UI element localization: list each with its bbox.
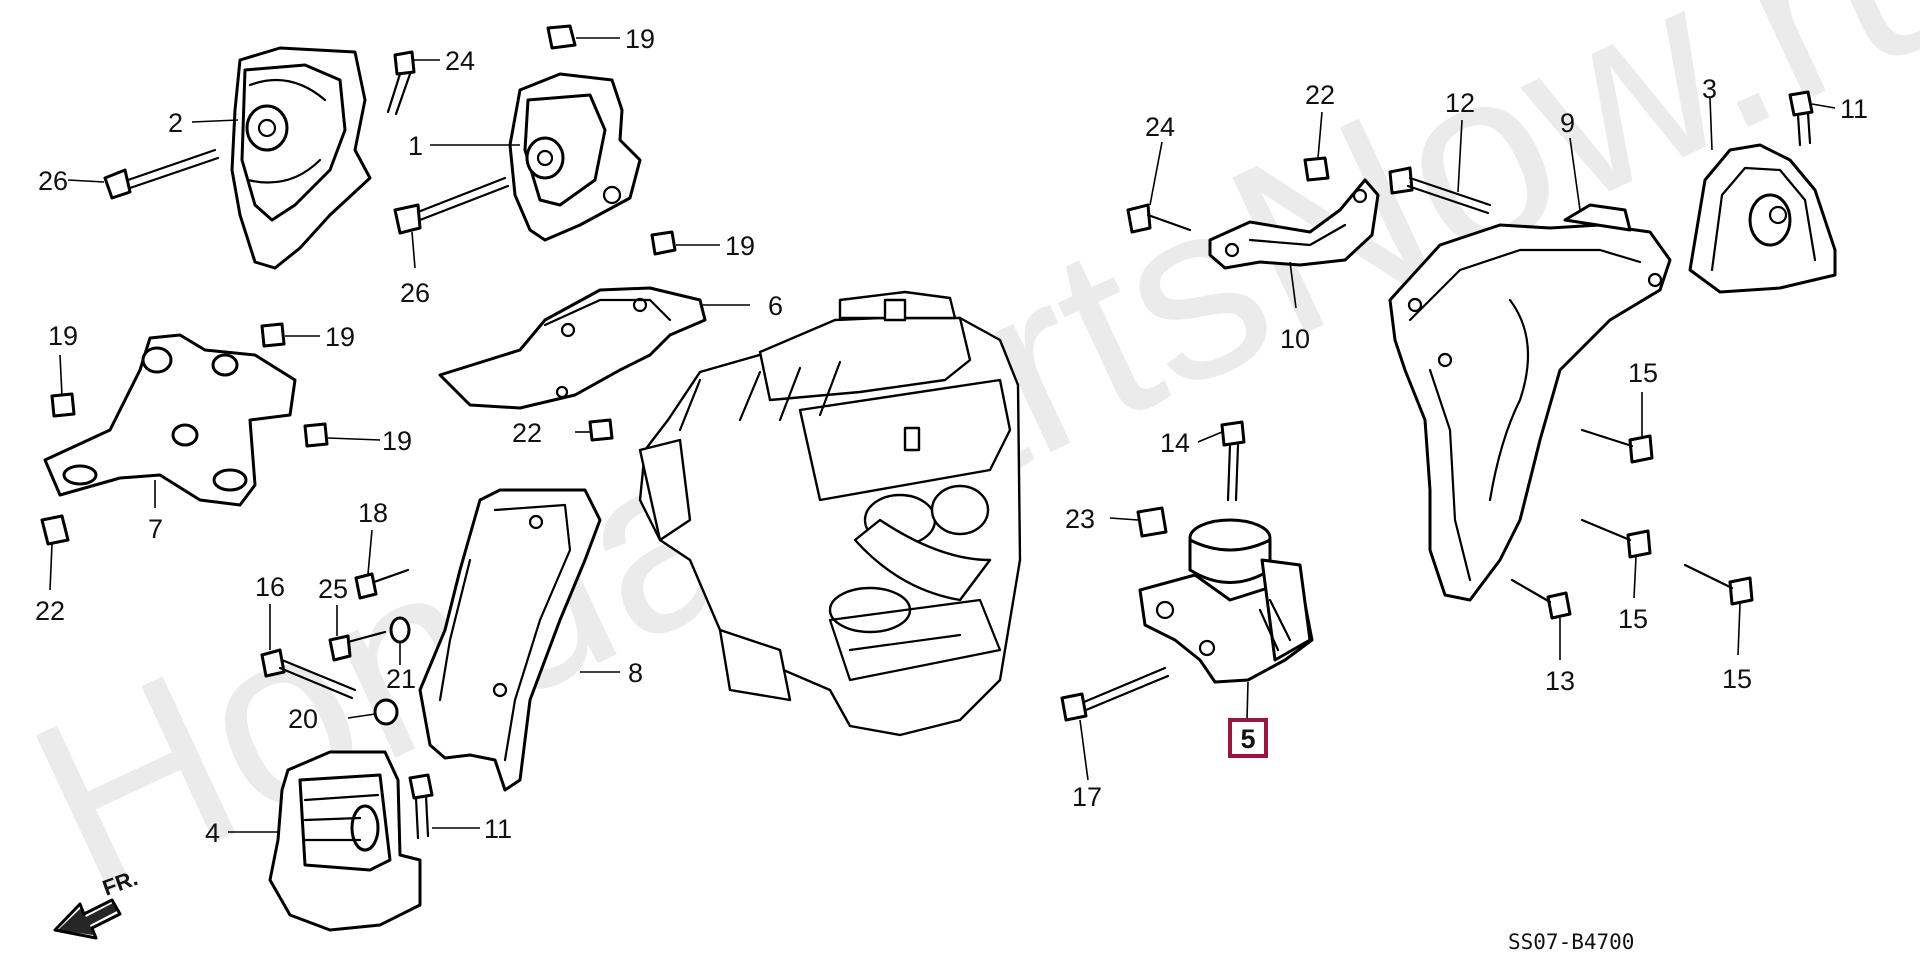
bracket-part-9 (1388, 203, 1672, 602)
callout-20: 20 (288, 704, 318, 734)
callout-19: 19 (625, 24, 655, 54)
mount-part-3 (1688, 143, 1837, 294)
leader-lines (49, 37, 1836, 833)
callout-15: 15 (1722, 664, 1752, 694)
callout-22: 22 (512, 418, 542, 448)
callout-9: 9 (1560, 108, 1575, 138)
engine-block (638, 290, 1022, 737)
callout-4: 4 (205, 818, 220, 848)
callout-14: 14 (1160, 428, 1190, 458)
callout-13: 13 (1545, 666, 1575, 696)
callout-22: 22 (35, 596, 65, 626)
callout-16: 16 (255, 572, 285, 602)
mount-part-4 (268, 750, 422, 932)
highlighted-callout-5[interactable]: 5 (1228, 718, 1268, 758)
callout-15: 15 (1628, 358, 1658, 388)
callout-15: 15 (1618, 604, 1648, 634)
callout-8: 8 (628, 658, 643, 688)
callout-3: 3 (1702, 74, 1717, 104)
callout-12: 12 (1445, 88, 1475, 118)
callout-10: 10 (1280, 324, 1310, 354)
stay-part-10 (1208, 178, 1380, 270)
callout-19: 19 (48, 321, 78, 351)
callout-19: 19 (725, 231, 755, 261)
callout-11: 11 (484, 814, 512, 844)
diagram-code: SS07-B4700 (1508, 930, 1634, 954)
callout-2: 2 (168, 108, 183, 138)
callout-6: 6 (768, 291, 783, 321)
callout-22: 22 (1305, 80, 1335, 110)
mount-part-2 (230, 46, 372, 270)
callout-19: 19 (325, 322, 355, 352)
bracket-part-6 (438, 286, 707, 410)
front-direction-arrow: FR. (53, 865, 141, 940)
callout-21: 21 (386, 664, 416, 694)
callout-11: 11 (1840, 94, 1868, 124)
mount-part-5 (1138, 518, 1314, 684)
callout-23: 23 (1065, 504, 1095, 534)
callout-26: 26 (400, 278, 430, 308)
mount-part-1 (508, 72, 642, 242)
bracket-part-7 (43, 333, 297, 507)
callout-labels: 2 26 24 19 1 26 19 6 19 19 19 22 7 22 18… (35, 24, 1868, 848)
callout-18: 18 (358, 498, 388, 528)
callout-5: 5 (1240, 724, 1255, 754)
callout-7: 7 (148, 514, 163, 544)
callout-1: 1 (408, 131, 423, 161)
callout-26: 26 (38, 166, 68, 196)
callout-24: 24 (1145, 112, 1175, 142)
callout-25: 25 (318, 574, 348, 604)
fasteners (40, 24, 1814, 840)
bracket-part-8 (418, 488, 602, 792)
callout-24: 24 (445, 46, 475, 76)
callout-17: 17 (1072, 782, 1102, 812)
callout-19: 19 (382, 426, 412, 456)
